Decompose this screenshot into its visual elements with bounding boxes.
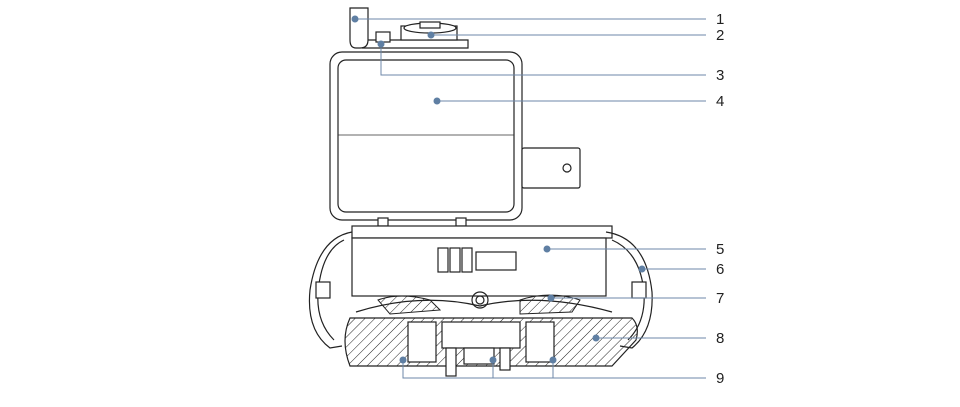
callout-labels: 1 2 3 4 5 6 7 8 9 [716, 11, 724, 387]
callout-2: 2 [716, 27, 724, 44]
callout-8: 8 [716, 330, 724, 347]
valve-base [344, 317, 638, 377]
callout-4: 4 [716, 93, 724, 110]
callout-3: 3 [716, 67, 724, 84]
callout-5: 5 [716, 241, 724, 258]
callout-1: 1 [716, 11, 724, 28]
leader-lines [351, 15, 706, 379]
diaphragm [355, 294, 613, 315]
retaining-clip [349, 7, 469, 49]
callout-6: 6 [716, 261, 724, 278]
callout-7: 7 [716, 290, 724, 307]
callout-9: 9 [716, 370, 724, 387]
valve-body-top [351, 225, 613, 309]
coil-housing [329, 51, 581, 227]
